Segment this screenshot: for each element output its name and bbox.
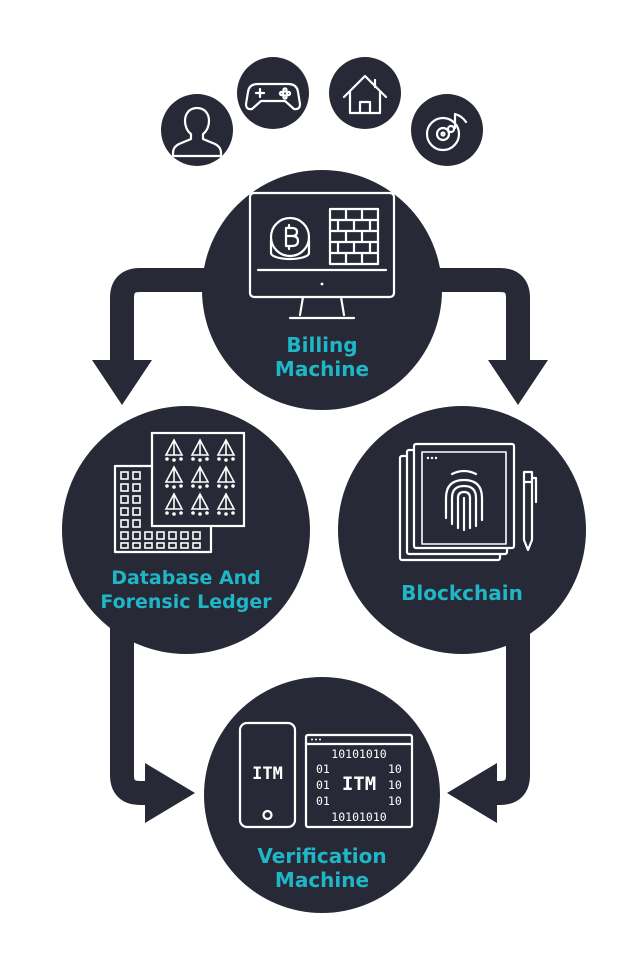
billing-machine-node: Billing Machine bbox=[202, 170, 442, 410]
power-dot bbox=[320, 282, 324, 286]
billing-label-line1: Billing bbox=[286, 333, 357, 357]
arrow-billing-to-blockchain bbox=[420, 268, 548, 405]
screen-itm-text: ITM bbox=[342, 773, 376, 795]
blockchain-node: Blockchain bbox=[338, 406, 586, 654]
fingerprint-icon bbox=[444, 469, 484, 532]
database-label-line2: Forensic Ledger bbox=[100, 591, 272, 613]
monitor-icon bbox=[248, 191, 396, 320]
arrow-billing-to-database bbox=[92, 268, 222, 405]
binary-row-3-right: 10 bbox=[388, 778, 402, 792]
ledger-grid-icon bbox=[328, 207, 380, 266]
bitcoin-icon bbox=[269, 216, 311, 261]
verification-label-line1: Verification bbox=[257, 844, 386, 868]
home-circle bbox=[329, 57, 401, 129]
arrow-blockchain-to-verification bbox=[447, 610, 530, 823]
binary-row-2-left: 01 bbox=[316, 762, 330, 776]
gamepad-circle bbox=[237, 57, 309, 129]
binary-row-5: 10101010 bbox=[331, 810, 386, 824]
binary-row-2-right: 10 bbox=[388, 762, 402, 776]
user-circle bbox=[161, 94, 233, 166]
home-icon bbox=[342, 74, 388, 115]
binary-row-1: 10101010 bbox=[331, 747, 386, 761]
pen-icon bbox=[522, 470, 538, 552]
arrow-database-to-verification bbox=[110, 610, 195, 823]
user-icon bbox=[171, 106, 223, 158]
billing-label-line2: Machine bbox=[275, 357, 369, 381]
music-disc-icon bbox=[425, 112, 468, 152]
verification-machine-node: ITM 10101010 01 10 01 10 01 10 10101010 … bbox=[204, 677, 440, 913]
database-cells bbox=[120, 471, 201, 549]
binary-code: 10101010 01 10 01 10 01 10 10101010 bbox=[316, 747, 402, 824]
binary-row-3-left: 01 bbox=[316, 778, 330, 792]
binary-row-4-left: 01 bbox=[316, 794, 330, 808]
database-label-line1: Database And bbox=[111, 567, 261, 589]
screen-window-icon bbox=[304, 733, 414, 829]
gamepad-icon bbox=[244, 82, 302, 111]
blockchain-label: Blockchain bbox=[401, 581, 523, 605]
verification-label-line2: Machine bbox=[275, 868, 369, 892]
phone-itm-text: ITM bbox=[252, 764, 283, 784]
phone-icon bbox=[238, 721, 297, 829]
window-dots bbox=[426, 456, 438, 460]
forensic-ledger-icon bbox=[150, 431, 246, 528]
binary-row-4-right: 10 bbox=[388, 794, 402, 808]
database-node: Database And Forensic Ledger bbox=[62, 406, 310, 654]
screen-window-dots bbox=[311, 738, 321, 741]
music-circle bbox=[411, 94, 483, 166]
